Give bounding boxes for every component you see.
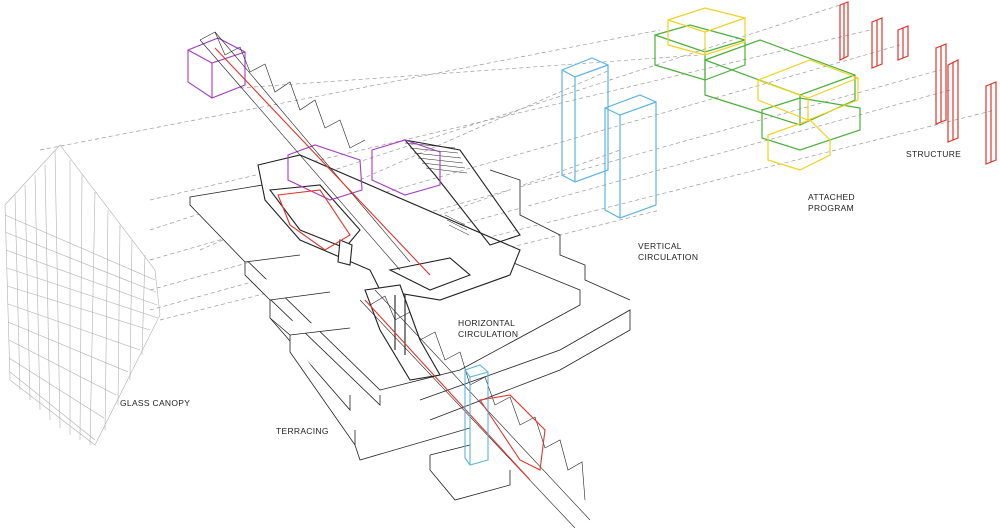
label-attached-line2: PROGRAM <box>808 203 855 213</box>
label-terracing: TERRACING <box>276 426 329 436</box>
label-horizontal-line1: HORIZONTAL <box>458 318 516 328</box>
vertical-circulation-towers <box>561 57 657 219</box>
horizontal-circulation <box>257 139 521 381</box>
label-vertical-line2: CIRCULATION <box>638 252 699 262</box>
label-structure: STRUCTURE <box>906 149 962 159</box>
purple-program-blocks <box>187 37 441 201</box>
label-horizontal-line2: CIRCULATION <box>458 329 519 339</box>
label-glass-canopy: GLASS CANOPY <box>120 398 191 408</box>
structure-columns <box>839 1 997 165</box>
circulation-path <box>214 47 546 481</box>
glass-canopy <box>4 144 161 446</box>
stair-upper <box>404 142 470 236</box>
truss-bridge <box>199 31 591 528</box>
attached-program-blocks <box>654 7 861 171</box>
label-attached-line1: ATTACHED <box>808 192 855 202</box>
vertical-circulation-core <box>464 364 489 466</box>
label-vertical-line1: VERTICAL <box>638 241 682 251</box>
